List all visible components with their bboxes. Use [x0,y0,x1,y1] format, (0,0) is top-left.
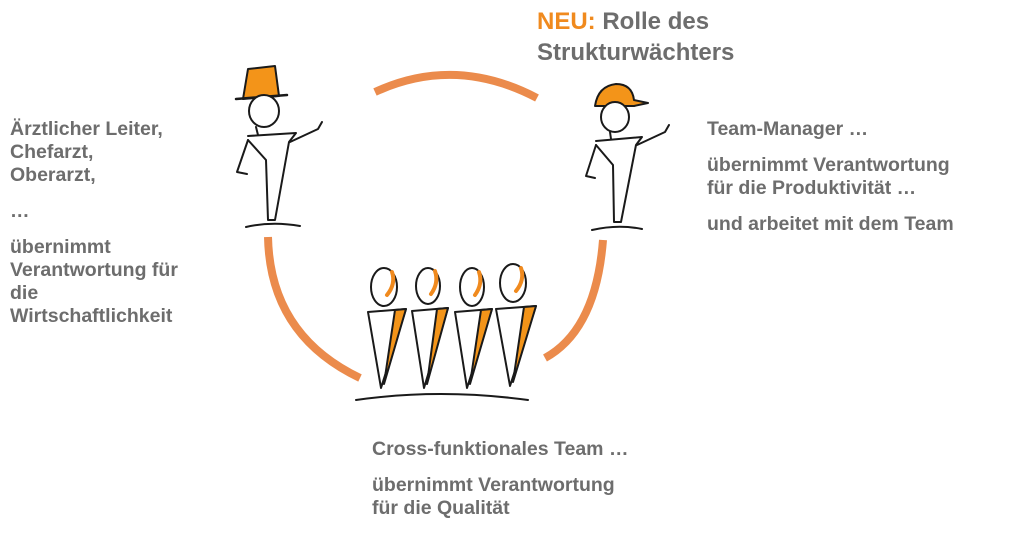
manager-figure [585,83,670,231]
manager-role: Team-Manager … [707,118,869,140]
leader-figure [234,65,323,228]
team-resp-1: übernimmt Verantwortung [372,474,615,496]
team-member-4 [495,263,537,387]
leader-role-2: Chefarzt, [10,141,94,163]
cycle-arc-left [264,236,362,382]
manager-resp-1: übernimmt Verantwortung [707,154,950,176]
team-role: Cross-funktionales Team … [372,438,629,460]
leader-resp-3: die [10,282,39,304]
new-badge: NEU: [537,8,596,35]
cap-icon [594,83,649,107]
team-member-3 [454,267,493,389]
cycle-arcs [264,70,607,382]
cycle-arc-top [373,70,539,102]
manager-resp-2: für die Produktivität … [707,177,917,199]
team-description: Cross-funktionales Team … übernimmt Vera… [372,438,702,520]
page-title: NEU: Rolle des Strukturwächters [537,6,734,68]
leader-resp-4: Wirtschaftlichkeit [10,305,173,327]
leader-description: Ärztlicher Leiter, Chefarzt, Oberarzt, …… [10,118,235,328]
leader-resp-2: Verantwortung für [10,259,178,281]
cycle-arc-right [542,239,607,362]
manager-description: Team-Manager … übernimmt Verantwortung f… [707,118,1017,236]
title-line-1: Rolle des [602,8,710,35]
team-member-2 [411,267,449,389]
manager-team: und arbeitet mit dem Team [707,213,954,235]
leader-role-1: Ärztlicher Leiter, [10,118,163,140]
team-figures [355,263,537,401]
team-member-1 [367,267,407,389]
team-resp-2: für die Qualität [372,497,510,519]
title-line-2: Strukturwächters [537,39,735,66]
leader-ellipsis: … [10,200,30,222]
leader-resp-1: übernimmt [10,236,111,258]
top-hat-icon [242,65,280,100]
leader-role-3: Oberarzt, [10,164,96,186]
